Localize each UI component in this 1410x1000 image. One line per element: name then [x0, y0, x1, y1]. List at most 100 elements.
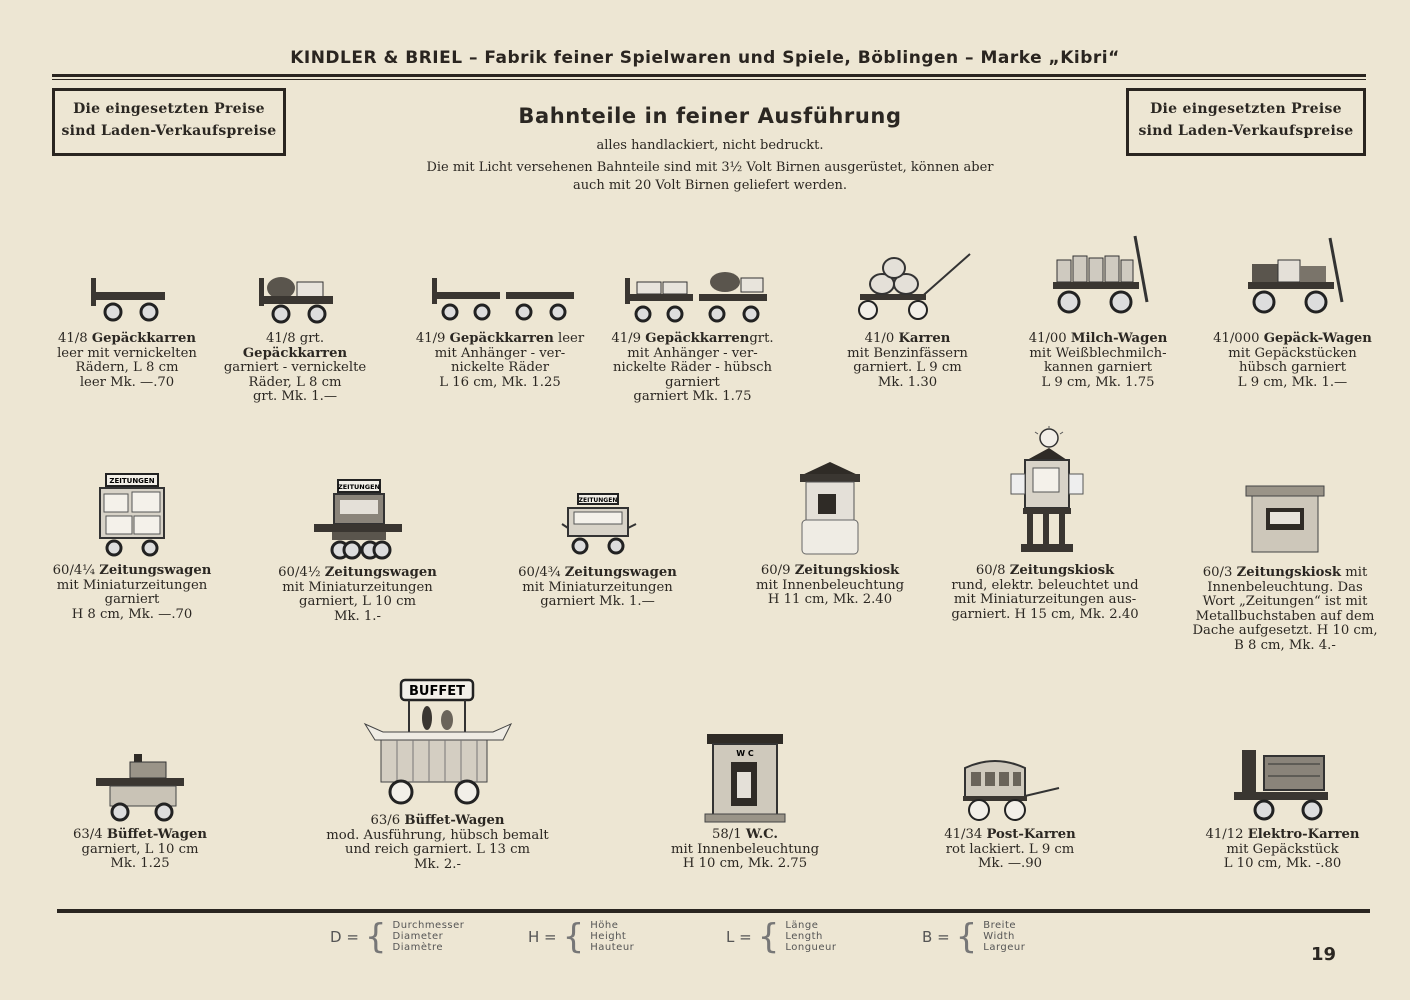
- item-60-4-1-4: ZEITUNGEN 60/4¼ Zeitungswagen mit Miniat…: [52, 472, 212, 622]
- item-caption: 41/0 Karren: [864, 331, 951, 346]
- item-desc-2: H 11 cm, Mk. 2.40: [767, 592, 893, 608]
- item-desc-2: nickelte Räder - hübsch: [613, 360, 772, 376]
- brace-icon: {: [364, 916, 387, 957]
- buffet-sign-text: BUFFET: [409, 684, 465, 699]
- item-caption: 41/000 Gepäck-Wagen: [1213, 331, 1372, 346]
- item-caption: 60/8 Zeitungskiosk: [975, 563, 1115, 578]
- item-caption: 41/9 Gepäckkarren leer: [415, 331, 585, 346]
- item-desc-3: garniert: [665, 374, 720, 390]
- item-desc-3: L 9 cm, Mk. 1.75: [1041, 374, 1155, 390]
- round-kiosk-icon: [800, 462, 860, 555]
- item-desc-1: mit Anhänger - ver-: [434, 345, 566, 361]
- item-desc-3: Mk. 1.30: [877, 374, 938, 390]
- page-number: 19: [1310, 944, 1336, 965]
- item-60-9: 60/9 Zeitungskiosk mit Innenbeleuchtung …: [745, 460, 915, 608]
- item-desc-1: mit Miniaturzeitungen: [56, 577, 208, 593]
- price-note-right-line1: Die eingesetzten Preise: [1150, 101, 1342, 117]
- brace-icon: {: [562, 916, 585, 957]
- item-desc-1: mit Innenbeleuchtung: [670, 841, 820, 857]
- item-60-8: 60/8 Zeitungskiosk rund, elektr. beleuch…: [945, 426, 1145, 622]
- baggage-cart-icon: [91, 278, 165, 322]
- milk-wagon-icon: [1053, 235, 1149, 314]
- brace-icon: {: [955, 916, 978, 957]
- item-caption: 41/12 Elektro-Karren: [1205, 827, 1360, 842]
- item-desc-1: leer mit vernickelten: [57, 345, 197, 361]
- baggage-cart-trailer-icon: [432, 278, 574, 321]
- item-desc-2: hübsch garniert: [1239, 360, 1346, 376]
- item-caption: 41/9 Gepäckkarrengrt.: [611, 331, 774, 346]
- post-cart-icon: [963, 760, 1060, 821]
- item-caption: 63/6 Büffet-Wagen: [370, 813, 505, 828]
- item-desc-2: garniert Mk. 1.—: [540, 594, 655, 610]
- item-caption: 63/4 Büffet-Wagen: [72, 827, 208, 842]
- item-caption: 41/00 Milch-Wagen: [1028, 331, 1168, 346]
- item-desc-2: Rädern, L 8 cm: [75, 360, 179, 376]
- price-note-left: Die eingesetzten Preise sind Laden-Verka…: [52, 88, 286, 156]
- item-desc-2: Räder, L 8 cm: [248, 374, 342, 390]
- wc-hut-icon: W C: [704, 734, 786, 823]
- footer-rule: [57, 909, 1370, 913]
- item-caption: 60/4¼ Zeitungswagen: [52, 563, 212, 578]
- barrel-cart-icon: [857, 253, 971, 320]
- item-desc-4: garniert Mk. 1.75: [633, 389, 752, 405]
- baggage-cart-trailer-loaded-icon: [624, 272, 767, 323]
- buffet-cart-small-icon: [96, 754, 184, 822]
- item-41-9: 41/9 Gepäckkarren leer mit Anhänger - ve…: [405, 268, 595, 390]
- item-caption: 41/34 Post-Karren: [944, 827, 1076, 842]
- item-desc-2: kannen garniert: [1043, 360, 1153, 376]
- legend-symbol: L =: [726, 927, 752, 946]
- price-note-left-line1: Die eingesetzten Preise: [73, 101, 265, 117]
- item-desc-2: und reich garniert. L 13 cm: [345, 842, 530, 858]
- item-desc-2: Mk. 1.25: [110, 856, 170, 872]
- item-desc-2: nickelte Räder: [450, 360, 550, 376]
- item-63-6: BUFFET 63/6 Büffet-Wagen mod. Ausführung…: [320, 676, 555, 872]
- item-58-1: W C 58/1 W.C. mit Innenbeleuchtung H 10 …: [655, 732, 835, 872]
- item-desc-2: mit Miniaturzeitungen aus-: [953, 592, 1137, 608]
- item-desc-2: garniert, L 10 cm: [299, 594, 416, 610]
- item-desc-3: H 8 cm, Mk. —.70: [71, 606, 193, 622]
- zeitungen-sign-text: ZEITUNGEN: [578, 497, 617, 504]
- item-desc-1: mit Innenbeleuchtung: [755, 577, 905, 593]
- item-desc-1: mit Gepäckstücken: [1228, 345, 1357, 361]
- price-note-right: Die eingesetzten Preise sind Laden-Verka…: [1126, 88, 1366, 156]
- item-caption-name: Gepäckkarren: [242, 345, 348, 361]
- item-desc-2: Wort „Zeitungen“ ist mit: [1202, 594, 1368, 610]
- item-60-4-3-4: ZEITUNGEN 60/4¾ Zeitungswagen mit Miniat…: [510, 492, 685, 610]
- item-caption-num: 41/8 grt.: [265, 331, 325, 346]
- legend-symbol: D =: [330, 927, 359, 946]
- item-caption: 41/8 Gepäckkarren: [58, 331, 196, 346]
- lighting-note-line2: auch mit 20 Volt Birnen geliefert werden…: [572, 178, 848, 193]
- item-desc-1: Innenbeleuchtung. Das: [1207, 579, 1363, 595]
- newspaper-cart-large-icon: ZEITUNGEN: [313, 479, 402, 560]
- price-note-left-line2: sind Laden-Verkaufspreise: [61, 123, 277, 139]
- brace-icon: {: [757, 916, 780, 957]
- item-caption: 60/4¾ Zeitungswagen: [518, 565, 677, 580]
- item-desc-3: grt. Mk. 1.—: [252, 389, 338, 405]
- lit-kiosk-icon: [1010, 426, 1084, 552]
- electric-cart-icon: [1233, 750, 1328, 821]
- newspaper-cart-icon: ZEITUNGEN: [99, 473, 165, 557]
- zeitungen-sign-text: ZEITUNGEN: [338, 483, 380, 491]
- item-caption: 60/3 Zeitungskiosk mit: [1202, 565, 1368, 580]
- item-desc-2: H 10 cm, Mk. 2.75: [682, 856, 808, 872]
- wc-sign-text: W C: [736, 749, 754, 758]
- item-desc-1: mit Miniaturzeitungen: [282, 579, 433, 595]
- item-desc-1: garniert, L 10 cm: [81, 841, 199, 857]
- item-desc-3: garniert. H 15 cm, Mk. 2.40: [951, 606, 1139, 622]
- item-41-00: 41/00 Milch-Wagen mit Weißblechmilch- ka…: [1018, 232, 1178, 390]
- catalog-header: KINDLER & BRIEL – Fabrik feiner Spielwar…: [290, 48, 1120, 68]
- item-41-8-grt: 41/8 grt. Gepäckkarren garniert - vernic…: [220, 268, 370, 405]
- item-desc-1: rot lackiert. L 9 cm: [945, 841, 1075, 857]
- zeitungen-sign-text: ZEITUNGEN: [109, 477, 154, 485]
- legend-symbol: H =: [528, 927, 557, 946]
- item-desc-4: Dache aufgesetzt. H 10 cm,: [1192, 623, 1378, 639]
- baggage-cart-loaded-icon: [259, 277, 333, 324]
- newspaper-cart-small-icon: ZEITUNGEN: [560, 493, 636, 555]
